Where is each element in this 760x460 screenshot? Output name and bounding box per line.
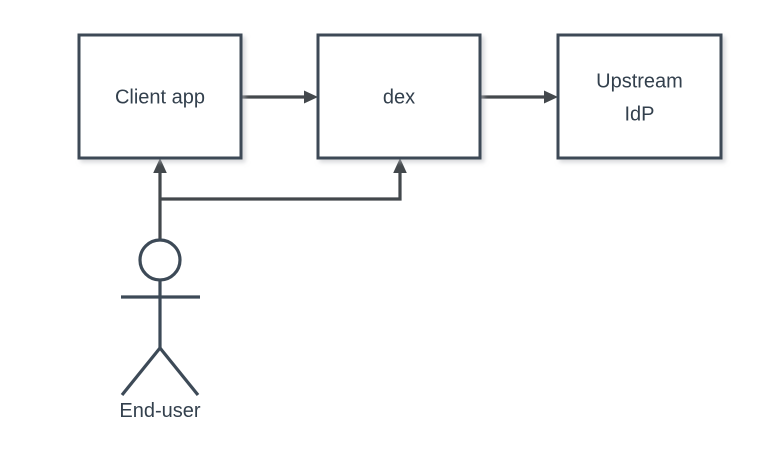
edge-end-user-to-client-app: [153, 158, 167, 240]
node-dex[interactable]: dex: [316, 33, 482, 160]
actor-right-leg-line: [158, 346, 200, 397]
node-dex-label: dex: [383, 86, 415, 108]
node-upstream-idp[interactable]: Upstream IdP: [556, 33, 723, 160]
node-upstream-idp-label-line1: Upstream: [596, 70, 683, 92]
actor-left-leg-line: [120, 346, 162, 397]
node-client-app[interactable]: Client app: [77, 33, 243, 160]
node-upstream-idp-label-line2: IdP: [624, 103, 654, 125]
edge-client-app-to-dex: [241, 90, 318, 104]
edge-end-user-to-dex: [160, 158, 407, 201]
actor-end-user[interactable]: End-user: [119, 238, 201, 422]
actor-end-user-label: End-user: [119, 400, 200, 422]
edge-dex-to-upstream-idp: [480, 90, 558, 104]
node-client-app-label: Client app: [115, 86, 205, 108]
actor-head-icon: [138, 238, 182, 282]
